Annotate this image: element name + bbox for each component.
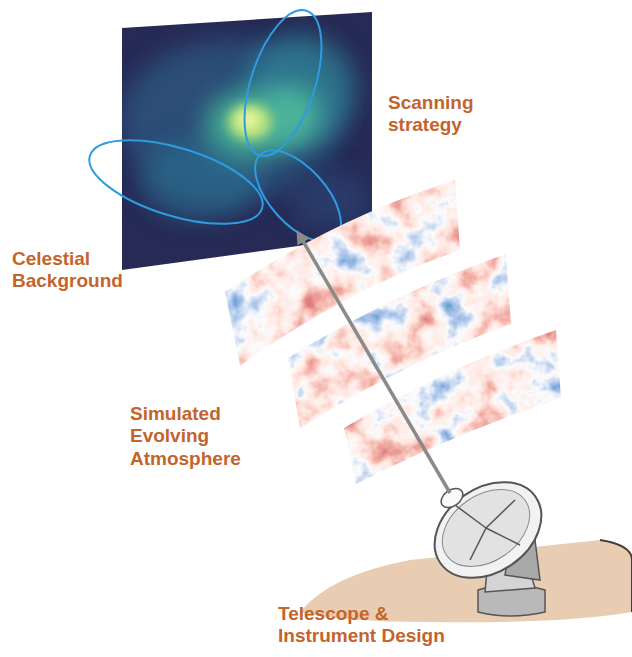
ground-edge [600,540,632,612]
telescope [416,462,559,616]
label-text: Simulated Evolving Atmosphere [130,403,256,470]
label-text: Celestial Background [12,248,144,293]
atmosphere-layer [340,325,565,488]
scan-path [80,1,356,257]
line-of-sight [300,236,450,493]
label-text: Scanning strategy [388,92,500,137]
label-text: Telescope & Instrument Design [278,603,466,648]
